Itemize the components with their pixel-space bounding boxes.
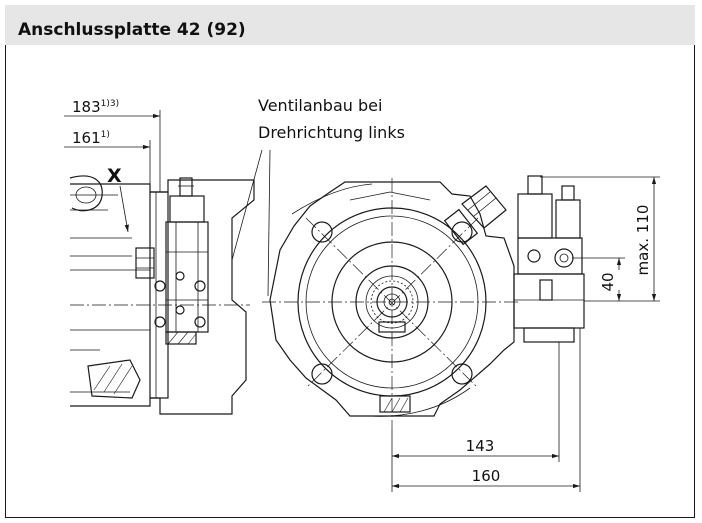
dimension-max-110: max. 110 <box>540 176 660 302</box>
dim-183-text: 1831)3) <box>72 98 119 116</box>
title-bar <box>5 5 695 45</box>
annotation-leaders <box>231 149 271 297</box>
dim-max110-text: max. 110 <box>634 205 652 276</box>
dim-160-text: 160 <box>472 467 501 485</box>
annotation-line-1: Ventilanbau bei <box>258 96 382 115</box>
dimension-161: 1611) <box>64 129 151 192</box>
annotation-line-2: Drehrichtung links <box>258 123 405 142</box>
view-x-label: X <box>107 165 122 187</box>
dim-40-text: 40 <box>599 272 617 291</box>
page-title: Anschlussplatte 42 (92) <box>18 20 246 40</box>
dimension-160: 160 <box>392 328 581 492</box>
dim-143-text: 143 <box>466 437 495 455</box>
dimension-183: 1831)3) <box>64 98 161 192</box>
side-view: X <box>69 165 255 415</box>
front-view <box>262 175 585 430</box>
dimension-40: 40 <box>572 257 625 301</box>
dimension-143: 143 <box>391 342 560 492</box>
dim-161-text: 1611) <box>72 129 110 147</box>
